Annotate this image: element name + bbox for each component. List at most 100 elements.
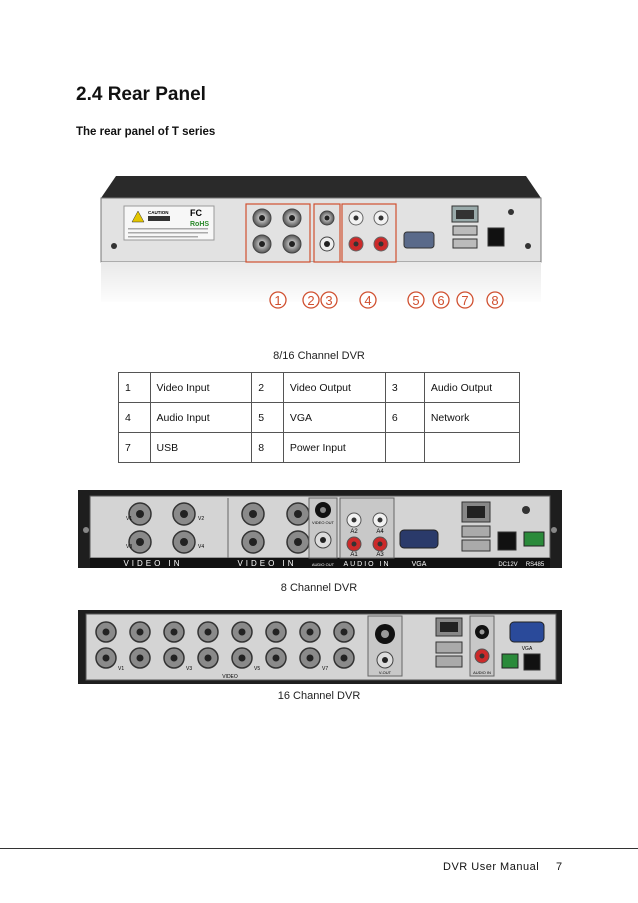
legend-label: Audio Input xyxy=(149,402,253,433)
power-jack xyxy=(497,531,517,551)
bnc-pin xyxy=(249,510,257,518)
footer-rule xyxy=(0,848,638,849)
legend-number: 4 xyxy=(118,402,151,433)
channel-label: V3 xyxy=(186,666,192,672)
channel-label: V3 xyxy=(126,544,132,550)
legend-label: Video Output xyxy=(282,372,386,403)
footer-manual-title: DVR User Manual xyxy=(443,861,540,873)
vga-port xyxy=(399,529,439,549)
channel-label: V2 xyxy=(198,516,204,522)
usb-port-2 xyxy=(435,655,463,668)
callout-circle xyxy=(320,291,338,309)
bnc-pin xyxy=(102,654,110,662)
legend-label: Network xyxy=(423,402,521,433)
bnc-pin xyxy=(136,628,144,636)
callout-circle xyxy=(269,291,287,309)
audio-label-a3: A3 xyxy=(376,552,384,558)
legend-label xyxy=(423,432,521,463)
legend-number: 1 xyxy=(118,372,151,403)
callout-number: 1 xyxy=(274,293,281,308)
video-in-label-2: VIDEO IN xyxy=(237,559,296,568)
legend-number: 2 xyxy=(251,372,284,403)
8-channel-caption: 8 Channel DVR xyxy=(280,582,358,594)
bnc-pin xyxy=(170,654,178,662)
bnc-pin xyxy=(136,538,144,546)
16-channel-caption: 16 Channel DVR xyxy=(277,690,361,702)
section-subtitle: The rear panel of T series xyxy=(76,126,216,138)
video-label: VIDEO xyxy=(222,674,238,680)
legend-number xyxy=(384,432,425,463)
bnc-pin xyxy=(102,628,110,636)
rs485-terminal xyxy=(523,531,545,547)
callout-circle xyxy=(456,291,474,309)
audio-in-label: AUDIO IN xyxy=(343,561,390,568)
channel-label: V1 xyxy=(118,666,124,672)
caution-label: CAUTION xyxy=(148,210,169,215)
usb-port-1 xyxy=(435,641,463,654)
bnc-pin xyxy=(306,628,314,636)
rs485-label: RS485 xyxy=(526,562,545,568)
rs485-terminal xyxy=(501,653,519,669)
bnc-pin xyxy=(180,538,188,546)
channel-label: V7 xyxy=(322,666,328,672)
vga-port xyxy=(509,621,545,643)
bnc-pin xyxy=(272,654,280,662)
section-title: 2.4 Rear Panel xyxy=(76,84,206,105)
vga-label: VGA xyxy=(412,561,427,568)
bnc-pin xyxy=(294,510,302,518)
bnc-connectors xyxy=(252,208,302,254)
legend-number: 3 xyxy=(384,372,425,403)
video-in-label-1: VIDEO IN xyxy=(123,559,182,568)
legend-number: 5 xyxy=(251,402,284,433)
page-number: 7 xyxy=(556,861,563,873)
callout-circle xyxy=(432,291,450,309)
bnc-pin xyxy=(294,538,302,546)
rear-panel-caption: 8/16 Channel DVR xyxy=(273,350,365,362)
power-jack xyxy=(523,653,541,671)
v-out-label: V-OUT xyxy=(379,670,392,675)
bnc-pin xyxy=(136,654,144,662)
callout-number: 7 xyxy=(461,293,468,308)
bnc-pin xyxy=(272,628,280,636)
power-jack xyxy=(487,227,505,247)
video-out-label: VIDEO OUT xyxy=(312,520,335,525)
legend-label: USB xyxy=(149,432,253,463)
fc-mark: FC xyxy=(190,208,202,218)
usb-port-2 xyxy=(461,539,491,552)
callout-number: 6 xyxy=(437,293,444,308)
callout-number: 8 xyxy=(491,293,498,308)
bnc-pin xyxy=(170,628,178,636)
legend-number: 7 xyxy=(118,432,151,463)
bnc-pin xyxy=(306,654,314,662)
bnc-pin xyxy=(180,510,188,518)
bnc-pin xyxy=(249,538,257,546)
callout-number: 3 xyxy=(325,293,332,308)
usb-port-1 xyxy=(452,225,478,236)
legend-label: Video Input xyxy=(149,372,253,403)
callout-circle xyxy=(302,291,320,309)
legend-number: 8 xyxy=(251,432,284,463)
legend-label: VGA xyxy=(282,402,386,433)
channel-label: V4 xyxy=(198,544,204,550)
audio-label-a4: A4 xyxy=(376,529,384,535)
bnc-pin xyxy=(204,628,212,636)
channel-label: V1 xyxy=(126,516,132,522)
bnc-pin xyxy=(136,510,144,518)
legend-label: Power Input xyxy=(282,432,386,463)
callout-circle xyxy=(359,291,377,309)
usb-port-2 xyxy=(452,238,478,249)
audio-in-label: AUDIO IN xyxy=(473,670,491,675)
audio-label-a2: A2 xyxy=(350,529,358,535)
bnc-pin xyxy=(340,628,348,636)
rohs-mark: RoHS xyxy=(190,221,209,228)
audio-out-label: AUDIO OUT xyxy=(312,562,335,567)
bnc-pin xyxy=(238,654,246,662)
legend-label: Audio Output xyxy=(423,372,521,403)
callout-number: 2 xyxy=(307,293,314,308)
callout-number: 5 xyxy=(412,293,419,308)
